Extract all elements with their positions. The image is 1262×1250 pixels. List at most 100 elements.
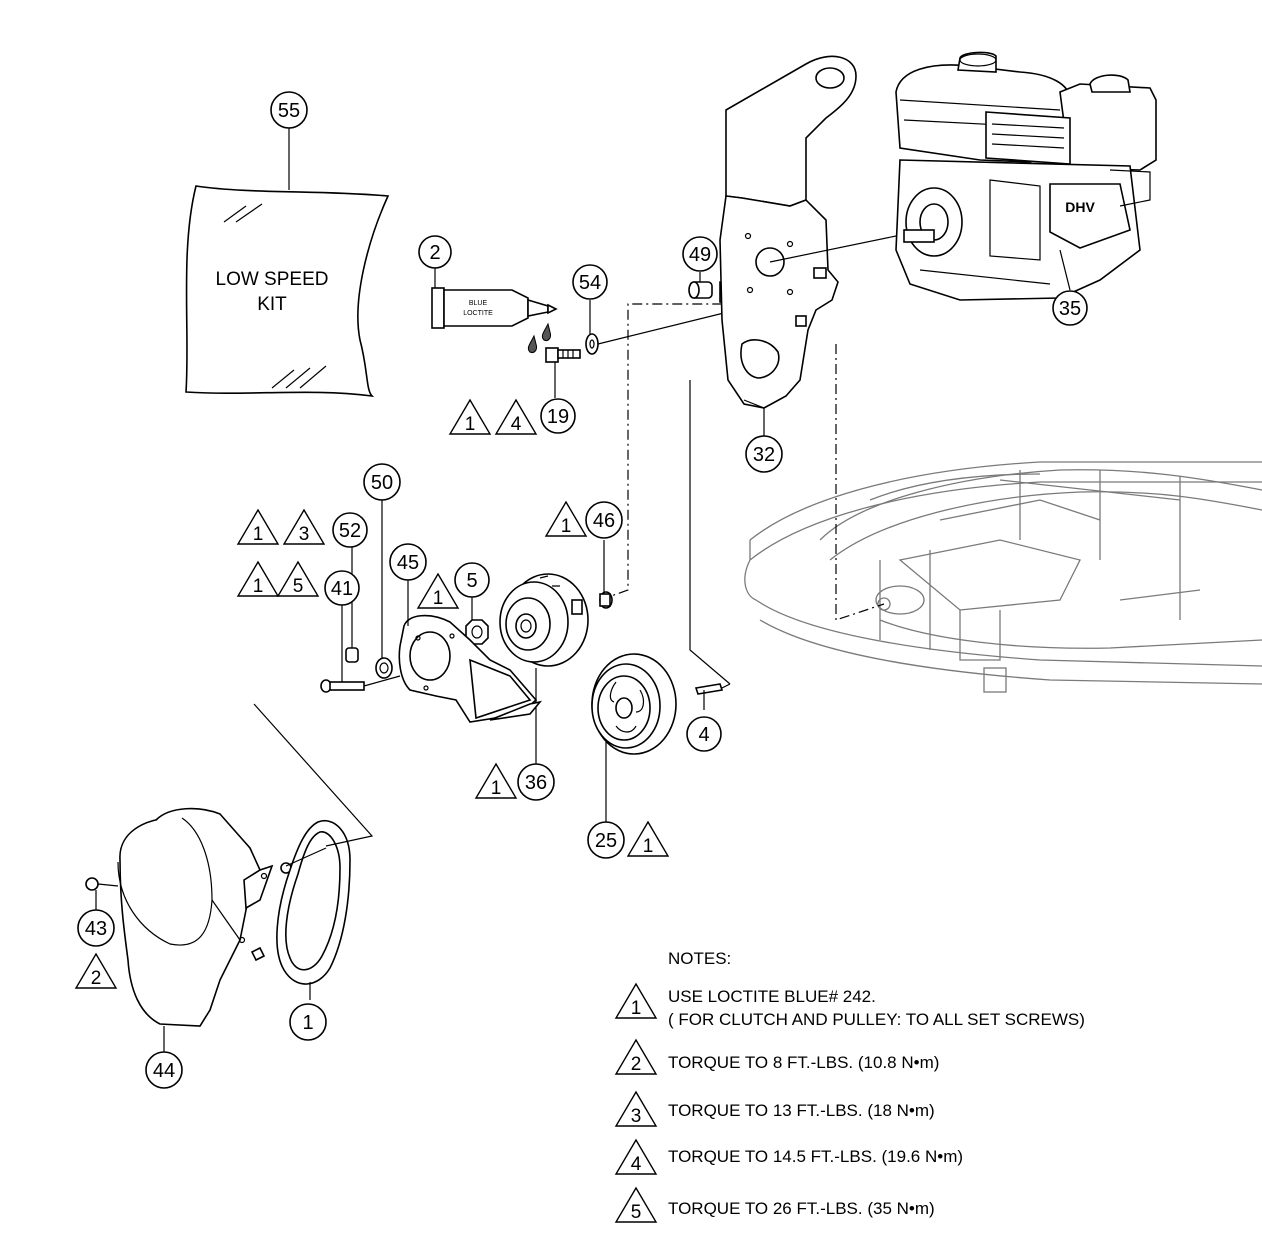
- kit-label-line1: LOW SPEED: [216, 269, 329, 290]
- svg-text:49: 49: [689, 244, 711, 266]
- callout-4: 4: [686, 716, 722, 752]
- washer-50: [375, 657, 393, 679]
- callout-44: 44: [145, 1051, 183, 1089]
- callout-50: 50: [363, 463, 401, 501]
- callout-36: 36: [517, 763, 555, 801]
- callout-54: 54: [572, 264, 608, 300]
- blue-loctite-tube: BLUE LOCTITE: [431, 287, 558, 353]
- svg-text:35: 35: [1059, 298, 1081, 320]
- svg-text:54: 54: [579, 272, 601, 294]
- svg-text:44: 44: [153, 1060, 175, 1082]
- callout-2: 2: [418, 235, 452, 269]
- note-1-text: USE LOCTITE BLUE# 242.: [668, 987, 876, 1006]
- svg-text:1: 1: [643, 836, 654, 857]
- svg-text:43: 43: [85, 918, 107, 940]
- bolt-52: [345, 647, 359, 663]
- note-2-text: TORQUE TO 8 FT.-LBS. (10.8 N•m): [668, 1053, 939, 1072]
- svg-text:4: 4: [511, 414, 522, 435]
- svg-text:45: 45: [397, 552, 419, 574]
- svg-text:1: 1: [491, 778, 502, 799]
- note-triangle-3: 3: [282, 508, 326, 545]
- bolt-41: [320, 679, 365, 693]
- notes-section: NOTES: 1 USE LOCTITE BLUE# 242. ( FOR CL…: [614, 949, 1085, 1223]
- note-3-text: TORQUE TO 13 FT.-LBS. (18 N•m): [668, 1101, 935, 1120]
- notes-symbol-2: 2: [614, 1038, 658, 1075]
- key-4: [694, 683, 724, 695]
- kit-label-line2: KIT: [257, 294, 287, 315]
- svg-text:5: 5: [293, 576, 304, 597]
- power-trowel-frame: [744, 461, 1262, 693]
- callout-46: 46: [585, 501, 623, 539]
- note-triangle-1: 1: [236, 508, 280, 545]
- svg-text:4: 4: [698, 724, 709, 746]
- svg-text:3: 3: [299, 524, 310, 545]
- notes-symbol-1: 1: [614, 982, 658, 1019]
- callout-43: 43: [77, 909, 115, 947]
- svg-text:25: 25: [595, 830, 617, 852]
- pulley-25: [591, 653, 677, 755]
- svg-text:3: 3: [631, 1106, 642, 1127]
- svg-text:50: 50: [371, 472, 393, 494]
- notes-title: NOTES:: [668, 949, 731, 968]
- svg-text:1: 1: [465, 414, 476, 435]
- callout-52: 52: [332, 512, 368, 548]
- notes-symbol-4: 4: [614, 1138, 658, 1175]
- svg-text:1: 1: [302, 1012, 313, 1034]
- svg-text:46: 46: [593, 510, 615, 532]
- note-4-text: TORQUE TO 14.5 FT.-LBS. (19.6 N•m): [668, 1147, 963, 1166]
- svg-text:19: 19: [547, 406, 569, 428]
- note-triangle-1: 1: [626, 820, 670, 857]
- set-screw-46: [599, 591, 613, 609]
- svg-text:1: 1: [433, 588, 444, 609]
- svg-text:5: 5: [466, 570, 477, 592]
- low-speed-kit-bag: LOW SPEED KIT: [185, 185, 390, 398]
- svg-text:52: 52: [339, 520, 361, 542]
- note-triangle-1: 1: [448, 398, 492, 435]
- washer-54: [585, 333, 599, 355]
- v-belt-1: [276, 820, 351, 985]
- svg-text:1: 1: [253, 524, 264, 545]
- svg-text:1: 1: [253, 576, 264, 597]
- svg-text:2: 2: [631, 1054, 642, 1075]
- tube-label-line2: LOCTITE: [463, 310, 493, 317]
- note-triangle-2: 2: [74, 952, 118, 989]
- note-triangle-4: 4: [494, 398, 538, 435]
- belt-guard-front-44: [117, 807, 274, 1027]
- svg-text:1: 1: [561, 516, 572, 537]
- notes-symbol-5: 5: [614, 1186, 658, 1223]
- note-triangle-1: 1: [474, 762, 518, 799]
- callout-25: 25: [587, 821, 625, 859]
- clutch-36: [499, 573, 589, 667]
- svg-text:55: 55: [278, 100, 300, 122]
- svg-text:32: 32: [753, 444, 775, 466]
- svg-text:1: 1: [631, 998, 642, 1019]
- callout-55: 55: [270, 91, 308, 129]
- svg-text:2: 2: [429, 242, 440, 264]
- callout-19: 19: [540, 398, 576, 434]
- svg-text:5: 5: [631, 1202, 642, 1223]
- callout-5: 5: [454, 562, 490, 598]
- bolt-19: [545, 347, 581, 363]
- belt-guard-back-45: [398, 614, 543, 723]
- engine-bracket-32: [719, 55, 857, 409]
- svg-text:DHV: DHV: [1065, 199, 1095, 215]
- note-triangle-1: 1: [236, 560, 280, 597]
- engine-35: DHV: [895, 51, 1157, 301]
- note-triangle-1: 1: [416, 572, 460, 609]
- note-1-subtext: ( FOR CLUTCH AND PULLEY: TO ALL SET SCRE…: [668, 1010, 1085, 1029]
- note-triangle-5: 5: [276, 560, 320, 597]
- svg-text:2: 2: [91, 968, 102, 989]
- callout-1: 1: [289, 1003, 327, 1041]
- notes-symbol-3: 3: [614, 1090, 658, 1127]
- note-triangle-1: 1: [544, 500, 588, 537]
- callout-49: 49: [682, 236, 718, 272]
- svg-text:36: 36: [525, 772, 547, 794]
- callout-45: 45: [389, 543, 427, 581]
- callout-41: 41: [324, 570, 360, 606]
- callout-35: 35: [1052, 290, 1088, 326]
- svg-text:41: 41: [331, 578, 353, 600]
- svg-text:4: 4: [631, 1154, 642, 1175]
- tube-label-line1: BLUE: [469, 300, 488, 307]
- note-5-text: TORQUE TO 26 FT.-LBS. (35 N•m): [668, 1199, 935, 1218]
